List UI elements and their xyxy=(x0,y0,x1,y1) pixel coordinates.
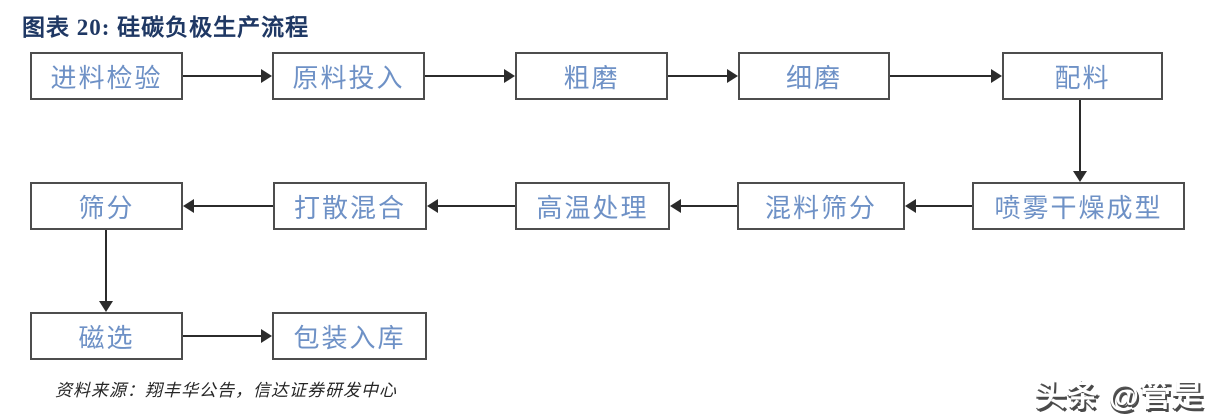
node-magnetic-separation: 磁选 xyxy=(30,312,183,360)
node-label: 进料检验 xyxy=(50,63,163,93)
node-label: 打散混合 xyxy=(293,193,406,223)
node-label: 筛分 xyxy=(78,193,135,223)
source-note: 资料来源：翔丰华公告，信达证券研发中心 xyxy=(55,381,397,400)
node-label: 细磨 xyxy=(785,63,842,93)
arrow-coarse-to-fine-grinding xyxy=(668,69,738,83)
node-label: 粗磨 xyxy=(563,63,620,93)
node-label: 高温处理 xyxy=(536,193,649,223)
arrowhead-right-icon xyxy=(261,329,272,343)
watermark: 头条 @管是 xyxy=(1035,378,1204,413)
arrow-inspection-to-input xyxy=(183,69,272,83)
node-mixing-sieving: 混料筛分 xyxy=(737,182,905,230)
arrow-spray-drying-to-mixing-sieving xyxy=(905,199,972,213)
node-dispersing-mixing: 打散混合 xyxy=(273,182,427,230)
node-fine-grinding: 细磨 xyxy=(738,52,890,100)
arrow-input-to-coarse-grinding xyxy=(425,69,515,83)
arrow-mixing-sieving-to-high-temp xyxy=(670,199,737,213)
arrowhead-down-icon xyxy=(99,301,113,312)
arrow-sieving-to-magnetic-separation xyxy=(99,230,113,312)
arrow-batching-to-spray-drying xyxy=(1073,100,1087,182)
arrowhead-left-icon xyxy=(427,199,438,213)
node-packaging-warehousing: 包装入库 xyxy=(272,312,427,360)
arrowhead-right-icon xyxy=(504,69,515,83)
node-high-temp-treatment: 高温处理 xyxy=(515,182,670,230)
node-coarse-grinding: 粗磨 xyxy=(515,52,668,100)
node-spray-drying-forming: 喷雾干燥成型 xyxy=(972,182,1185,230)
arrow-dispersing-to-sieving xyxy=(183,199,273,213)
node-batching: 配料 xyxy=(1002,52,1163,100)
node-label: 磁选 xyxy=(78,323,135,353)
node-label: 混料筛分 xyxy=(764,193,877,223)
arrow-magnetic-to-packaging xyxy=(183,329,272,343)
node-incoming-inspection: 进料检验 xyxy=(30,52,183,100)
arrowhead-right-icon xyxy=(991,69,1002,83)
arrow-high-temp-to-dispersing xyxy=(427,199,515,213)
figure-title: 图表 20: 硅碳负极生产流程 xyxy=(22,15,310,40)
arrowhead-left-icon xyxy=(183,199,194,213)
arrow-fine-grinding-to-batching xyxy=(890,69,1002,83)
node-raw-material-input: 原料投入 xyxy=(272,52,425,100)
node-sieving: 筛分 xyxy=(30,182,183,230)
arrowhead-right-icon xyxy=(261,69,272,83)
arrowhead-right-icon xyxy=(727,69,738,83)
arrowhead-left-icon xyxy=(670,199,681,213)
node-label: 原料投入 xyxy=(292,63,405,93)
arrowhead-down-icon xyxy=(1073,171,1087,182)
node-label: 喷雾干燥成型 xyxy=(994,193,1163,223)
node-label: 配料 xyxy=(1054,63,1111,93)
node-label: 包装入库 xyxy=(293,323,406,353)
arrowhead-left-icon xyxy=(905,199,916,213)
